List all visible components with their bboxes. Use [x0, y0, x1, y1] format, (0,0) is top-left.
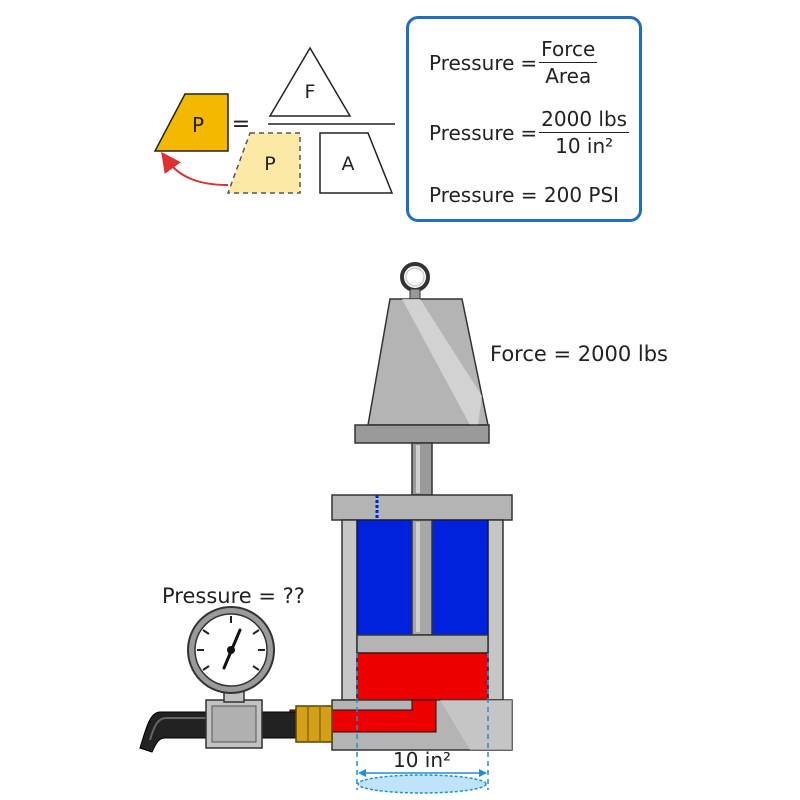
formula-row-definition: Pressure = Force Area	[429, 37, 598, 88]
area-trapezoid	[319, 132, 394, 194]
gauge-tick	[252, 629, 260, 635]
hose-and-gauge	[139, 606, 333, 753]
red-fluid-chamber	[356, 652, 489, 701]
blue-fluid-left	[356, 519, 413, 636]
piston-rod-upper	[411, 442, 433, 496]
hose-right-segment	[261, 711, 297, 739]
gauge-pivot	[227, 646, 235, 654]
f-label: F	[305, 81, 316, 103]
base-highlight	[440, 700, 512, 750]
a-label: A	[342, 153, 355, 175]
gauge-tick	[202, 629, 210, 635]
equals-sign: =	[520, 120, 538, 145]
formula-result: Pressure = 200 PSI	[429, 183, 620, 207]
area-value: 10 in²	[555, 134, 614, 158]
force-triangle	[268, 46, 352, 117]
formula-row-substitution: Pressure = 2000 lbs 10 in²	[429, 107, 630, 158]
area-ellipse	[357, 774, 487, 794]
pressure-unknown-label: Pressure = ??	[162, 584, 305, 608]
cylinder-top-plate	[331, 494, 513, 521]
pressure-word: Pressure	[429, 50, 515, 75]
force-value: 2000 lbs	[539, 107, 630, 133]
brass-fitting	[295, 705, 333, 743]
formula-box: Pressure = Force Area Pressure = 2000 lb…	[406, 16, 642, 222]
tee-fitting-body	[211, 705, 257, 743]
piston-rod-inner-highlight	[416, 522, 420, 632]
p-dashed-trapezoid	[226, 132, 301, 194]
weight-highlight	[402, 299, 482, 425]
force-over-area: Force Area	[539, 37, 598, 88]
equals-sign: =	[520, 50, 538, 75]
area-arrow-left	[358, 769, 366, 777]
pressure-word: Pressure	[429, 120, 515, 145]
force-value-over-area-value: 2000 lbs 10 in²	[539, 107, 630, 158]
gauge-tick	[252, 665, 260, 671]
piston-rod-highlight	[416, 445, 420, 493]
hose-highlight	[149, 717, 206, 741]
curved-arrow	[161, 151, 229, 186]
force-word: Force	[539, 37, 598, 63]
cylinder-left-wall	[341, 519, 358, 701]
lifting-ring-inner	[405, 267, 425, 287]
p-dashed-label: P	[264, 153, 275, 175]
piston-rod-inner	[411, 519, 433, 636]
area-word: Area	[545, 64, 592, 88]
weight-base	[354, 424, 490, 444]
p-trapezoid	[153, 93, 229, 152]
ring-mount	[409, 288, 421, 300]
gauge-tick	[202, 665, 210, 671]
formula-triangle: P = F P A	[153, 46, 395, 194]
piston-head	[356, 634, 489, 654]
blue-fluid-right	[431, 519, 489, 636]
area-arrow-right	[479, 769, 487, 777]
force-label: Force = 2000 lbs	[490, 342, 668, 366]
equals-sign: =	[232, 112, 250, 137]
area-label: 10 in²	[392, 748, 452, 772]
cylinder-right-wall	[487, 519, 504, 701]
weight-assembly	[354, 262, 490, 496]
p-label: P	[192, 113, 204, 137]
area-indicator	[356, 653, 489, 794]
hydraulic-cylinder	[289, 494, 513, 751]
